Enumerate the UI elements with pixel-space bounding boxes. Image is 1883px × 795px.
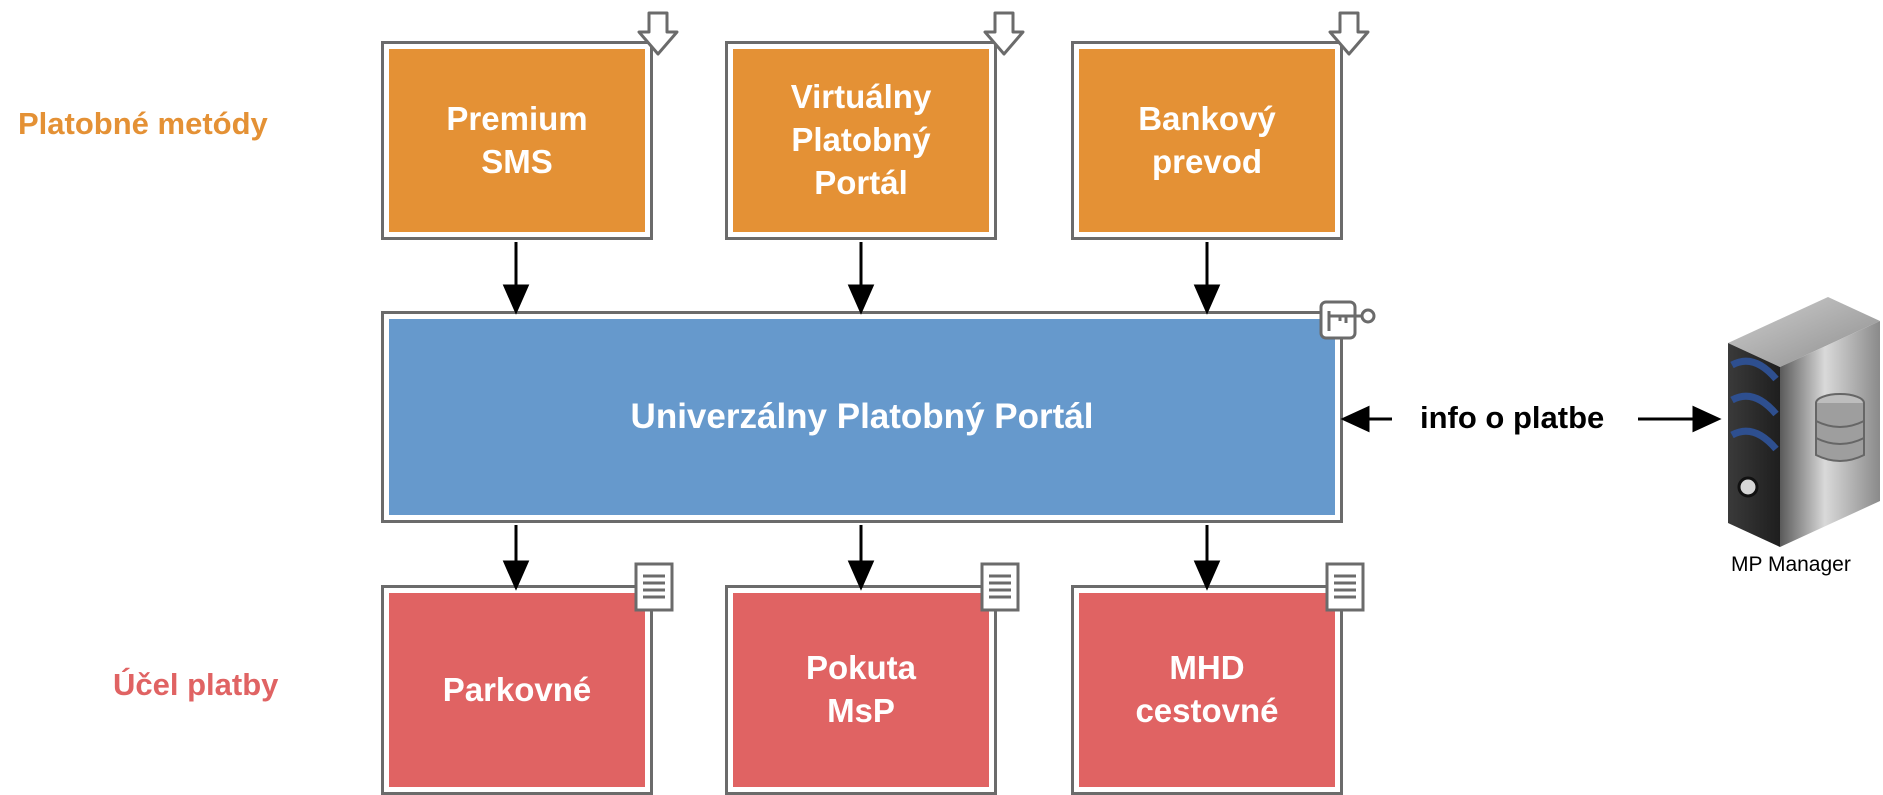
arrow-info-to-server (1638, 405, 1722, 433)
document-icon (1325, 562, 1365, 612)
purpose-box-parking[interactable]: Parkovné (381, 585, 653, 795)
arrow-method-to-portal (502, 242, 1221, 315)
download-arrow-icon (983, 11, 1025, 56)
method-label: Virtuálny Platobný Portál (733, 49, 989, 232)
lane-label-payment-methods: Platobné metódy (18, 106, 268, 141)
download-arrow-icon (1328, 11, 1370, 56)
server-icon[interactable] (1718, 295, 1883, 549)
portal-label: Univerzálny Platobný Portál (389, 319, 1335, 515)
arrow-info-to-portal (1340, 405, 1392, 433)
lane-label-payment-purpose: Účel platby (113, 667, 279, 702)
method-box-bank-transfer[interactable]: Bankový prevod (1071, 41, 1343, 240)
arrow-portal-to-purpose (502, 525, 1221, 591)
method-box-virtual-portal[interactable]: Virtuálny Platobný Portál (725, 41, 997, 240)
purpose-label: MHD cestovné (1079, 593, 1335, 787)
method-box-premium-sms[interactable]: Premium SMS (381, 41, 653, 240)
method-label: Premium SMS (389, 49, 645, 232)
purpose-box-public-transport[interactable]: MHD cestovné (1071, 585, 1343, 795)
document-icon (634, 562, 674, 612)
key-icon (1319, 300, 1376, 340)
database-icon (1815, 393, 1865, 462)
purpose-box-police-fine[interactable]: Pokuta MsP (725, 585, 997, 795)
document-icon (980, 562, 1020, 612)
purpose-label: Parkovné (389, 593, 645, 787)
server-label: MP Manager (1731, 553, 1851, 576)
info-about-payment-label: info o platbe (1420, 400, 1605, 435)
portal-box[interactable]: Univerzálny Platobný Portál (381, 311, 1343, 523)
purpose-label: Pokuta MsP (733, 593, 989, 787)
method-label: Bankový prevod (1079, 49, 1335, 232)
download-arrow-icon (637, 11, 679, 56)
